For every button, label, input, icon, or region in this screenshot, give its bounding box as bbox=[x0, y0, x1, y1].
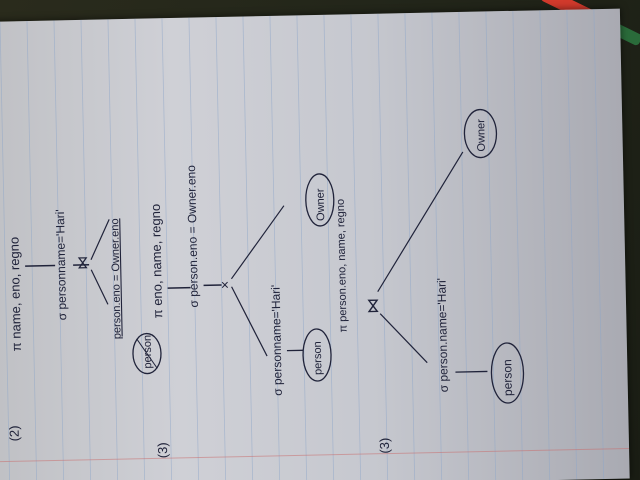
q3a-number: (3) bbox=[155, 442, 170, 458]
q3a-projection: π eno, name, regno bbox=[148, 204, 165, 319]
ruled-line bbox=[0, 21, 11, 480]
notebook-page: (2) π name, eno, regno σ personname='Har… bbox=[0, 8, 630, 480]
ruled-line bbox=[404, 13, 416, 480]
ruled-line bbox=[512, 10, 524, 480]
q3b-selection: σ person.name='Hari' bbox=[434, 278, 450, 393]
query-2-tree: (2) π name, eno, regno σ personname='Har… bbox=[6, 209, 162, 442]
q2-selection: σ personname='Hari' bbox=[53, 209, 69, 320]
ruled-lines bbox=[0, 9, 630, 480]
ruled-line bbox=[215, 17, 227, 480]
q3a-selection-2: σ personname='Hari' bbox=[269, 285, 285, 396]
q3a-owner: Owner bbox=[315, 188, 328, 221]
margin-line bbox=[0, 448, 630, 463]
ruled-line bbox=[377, 13, 389, 480]
q3b-projection: π person.eno, name, regno bbox=[335, 199, 350, 333]
ruled-line bbox=[26, 21, 38, 480]
ruled-line bbox=[323, 14, 335, 480]
ruled-line bbox=[134, 18, 146, 480]
ruled-line bbox=[269, 15, 281, 480]
ruled-line bbox=[458, 11, 470, 480]
q2-join-condition: person.eno = Owner.eno bbox=[109, 218, 124, 339]
ruled-line bbox=[53, 20, 65, 480]
query-3b-tree: (3) π person.eno, name, regno ⋈ σ person… bbox=[335, 108, 525, 454]
ruled-line bbox=[593, 9, 605, 480]
ruled-line bbox=[431, 12, 443, 480]
q3a-person: person bbox=[312, 341, 325, 375]
ruled-line bbox=[80, 19, 92, 480]
q3b-number: (3) bbox=[377, 438, 392, 454]
q3a-cross: × bbox=[216, 281, 232, 290]
q3b-owner: Owner bbox=[475, 119, 488, 152]
q2-join: ⋈ bbox=[74, 256, 90, 270]
q3a-selection: σ person.eno = Owner.eno bbox=[184, 165, 201, 308]
q2-person: person bbox=[142, 335, 155, 369]
ruled-line bbox=[350, 14, 362, 480]
query-3a-tree: (3) π eno, name, regno σ person.eno = Ow… bbox=[148, 165, 335, 458]
ruled-line bbox=[485, 11, 497, 480]
ruled-line bbox=[296, 15, 308, 480]
q2-projection: π name, eno, regno bbox=[7, 237, 24, 352]
q2-number: (2) bbox=[6, 425, 21, 441]
ruled-line bbox=[161, 18, 173, 480]
ruled-line bbox=[539, 10, 551, 480]
q3b-person: person bbox=[500, 359, 515, 396]
q3b-join: ⋈ bbox=[365, 298, 382, 314]
handwritten-diagrams: (2) π name, eno, regno σ personname='Har… bbox=[6, 108, 525, 458]
ruled-line bbox=[566, 9, 578, 480]
ruled-line bbox=[107, 19, 119, 480]
ruled-line bbox=[188, 17, 200, 480]
ruled-line bbox=[242, 16, 254, 480]
